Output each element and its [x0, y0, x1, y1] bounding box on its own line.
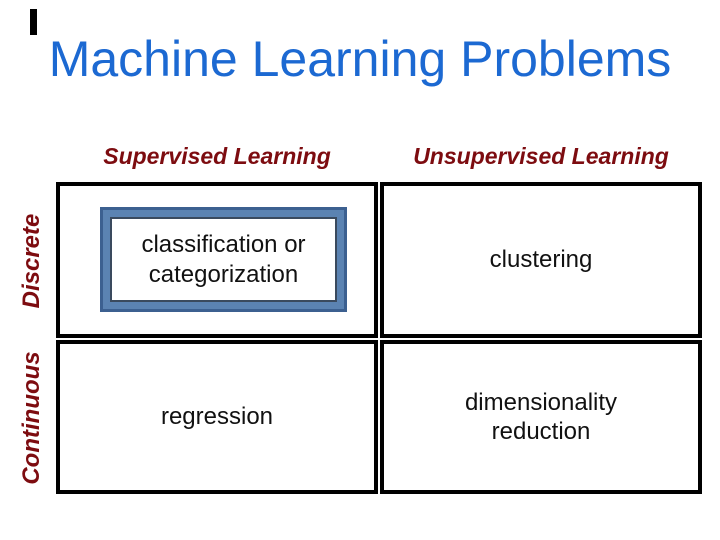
column-header-unsupervised-learning: Unsupervised Learning: [413, 143, 669, 169]
highlight-box-inner: classification or categorization: [110, 217, 337, 302]
cell-continuous-unsupervised: dimensionality reduction: [380, 340, 702, 494]
text-cursor-bar: [30, 9, 37, 35]
column-header-supervised-learning: Supervised Learning: [103, 143, 331, 169]
cell-label-dimensionality-reduction: dimensionality reduction: [464, 388, 618, 445]
matrix-grid: classification or categorization cluster…: [56, 182, 702, 494]
row-header-continuous: Continuous: [18, 351, 45, 485]
cell-discrete-supervised: classification or categorization: [56, 182, 378, 338]
cell-continuous-supervised: regression: [56, 340, 378, 494]
cell-label-regression: regression: [160, 403, 274, 431]
cell-discrete-unsupervised: clustering: [380, 182, 702, 338]
slide-title: Machine Learning Problems: [48, 31, 672, 87]
highlight-box: classification or categorization: [100, 207, 347, 312]
cell-label-clustering: clustering: [489, 246, 593, 274]
cell-label-classification: classification or categorization: [141, 231, 306, 288]
